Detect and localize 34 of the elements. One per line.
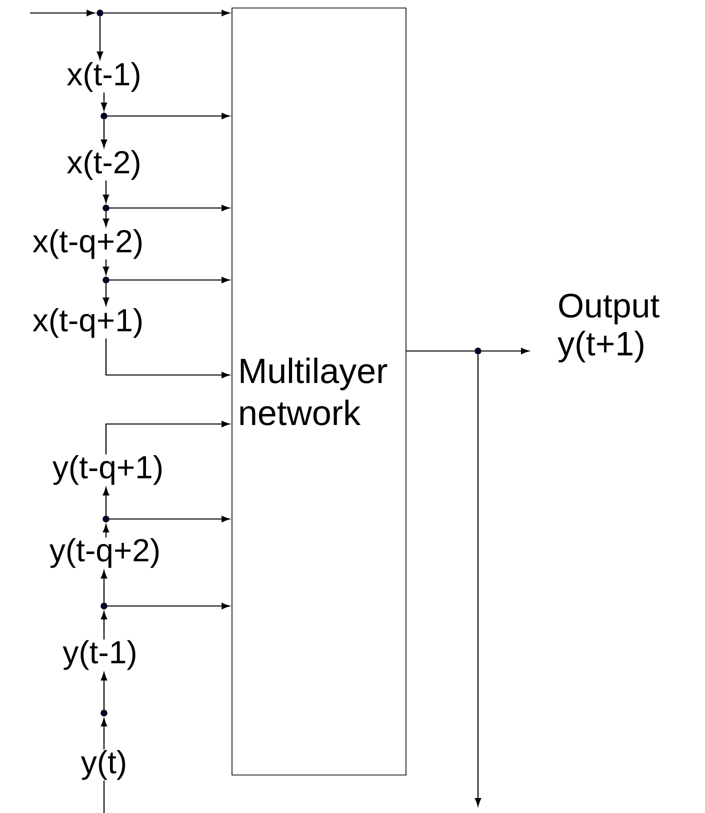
arrow — [102, 211, 110, 227]
arrow — [100, 718, 108, 750]
arrow — [105, 420, 230, 455]
arrow — [102, 180, 110, 203]
network-box: Multilayer network — [232, 8, 406, 776]
signal-label: x(t-2) — [67, 150, 140, 180]
signal-label: x(t-1) — [67, 62, 140, 92]
output-label: Output y(t+1) — [558, 294, 660, 362]
signal-label: y(t-1) — [62, 640, 136, 670]
arrow — [102, 283, 110, 306]
arrow — [109, 204, 230, 212]
signal-label: y(t-q+2) — [50, 538, 159, 568]
arrow — [105, 338, 230, 378]
arrow — [30, 10, 95, 16]
arrow — [100, 92, 108, 111]
arrow — [102, 487, 110, 516]
arrow — [100, 570, 108, 603]
signal-label: x(t-q+2) — [32, 229, 142, 259]
arrow — [96, 16, 104, 60]
arrow — [103, 10, 230, 16]
arrow — [107, 112, 230, 120]
arrow — [109, 516, 230, 522]
signal-label: y(t) — [80, 750, 126, 780]
arrow — [102, 259, 110, 275]
arrow — [100, 611, 108, 640]
arrow — [109, 276, 230, 284]
arrow — [107, 602, 230, 610]
arrow — [102, 524, 110, 538]
arrow — [100, 672, 108, 710]
signal-label: x(t-q+1) — [32, 308, 142, 338]
arrow — [100, 119, 108, 148]
signal-label: y(t-q+1) — [52, 455, 162, 485]
arrow — [474, 354, 482, 806]
arrow — [481, 348, 530, 354]
